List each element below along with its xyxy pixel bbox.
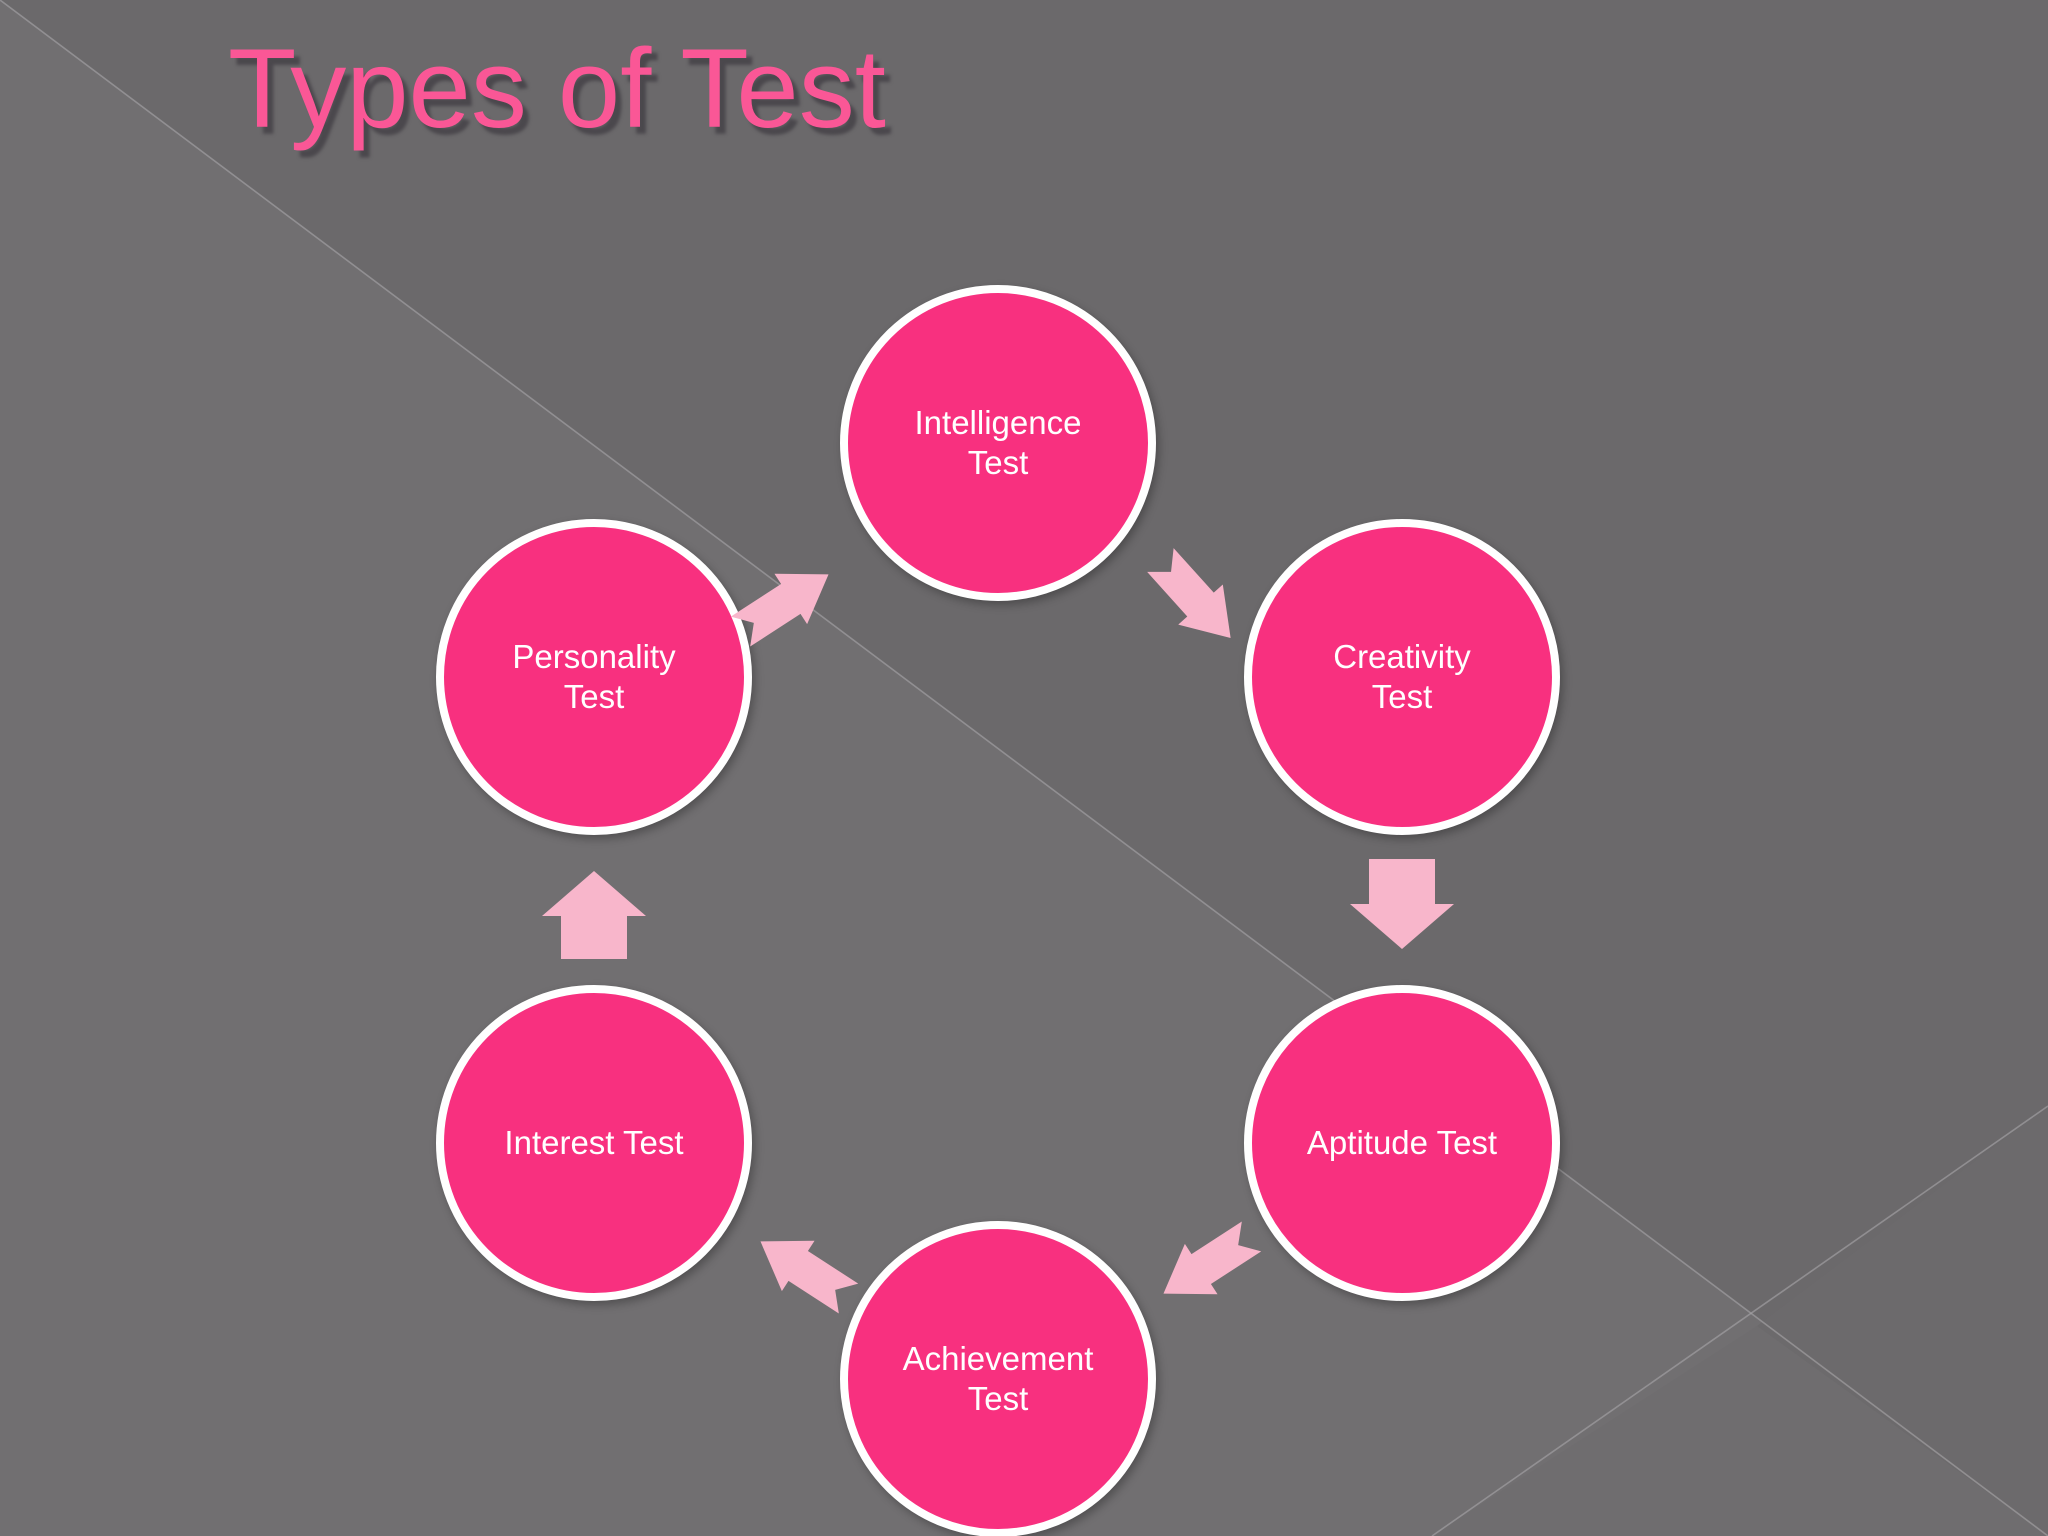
- cycle-node-personality-test: Personality Test: [436, 519, 752, 835]
- arrow-down-left-icon: [1147, 1211, 1268, 1319]
- cycle-node-interest-test: Interest Test: [436, 985, 752, 1301]
- arrow-down-icon: [1350, 859, 1454, 949]
- node-label: Achievement Test: [902, 1340, 1094, 1417]
- cycle-node-intelligence-test: Intelligence Test: [840, 285, 1156, 601]
- cycle-node-creativity-test: Creativity Test: [1244, 519, 1560, 835]
- node-label: Aptitude Test: [1306, 1124, 1498, 1162]
- arrow-up-right-icon: [724, 549, 845, 657]
- arrow-up-icon: [542, 871, 646, 959]
- cycle-node-achievement-test: Achievement Test: [840, 1221, 1156, 1536]
- page-title: Types of Test: [228, 26, 886, 151]
- cycle-node-aptitude-test: Aptitude Test: [1244, 985, 1560, 1301]
- arrow-down-right-icon: [1138, 540, 1253, 658]
- node-label: Creativity Test: [1333, 638, 1471, 715]
- node-label: Personality Test: [512, 638, 676, 715]
- node-label: Interest Test: [504, 1124, 684, 1162]
- node-label: Intelligence Test: [914, 404, 1082, 481]
- arrow-up-left-icon: [744, 1216, 865, 1324]
